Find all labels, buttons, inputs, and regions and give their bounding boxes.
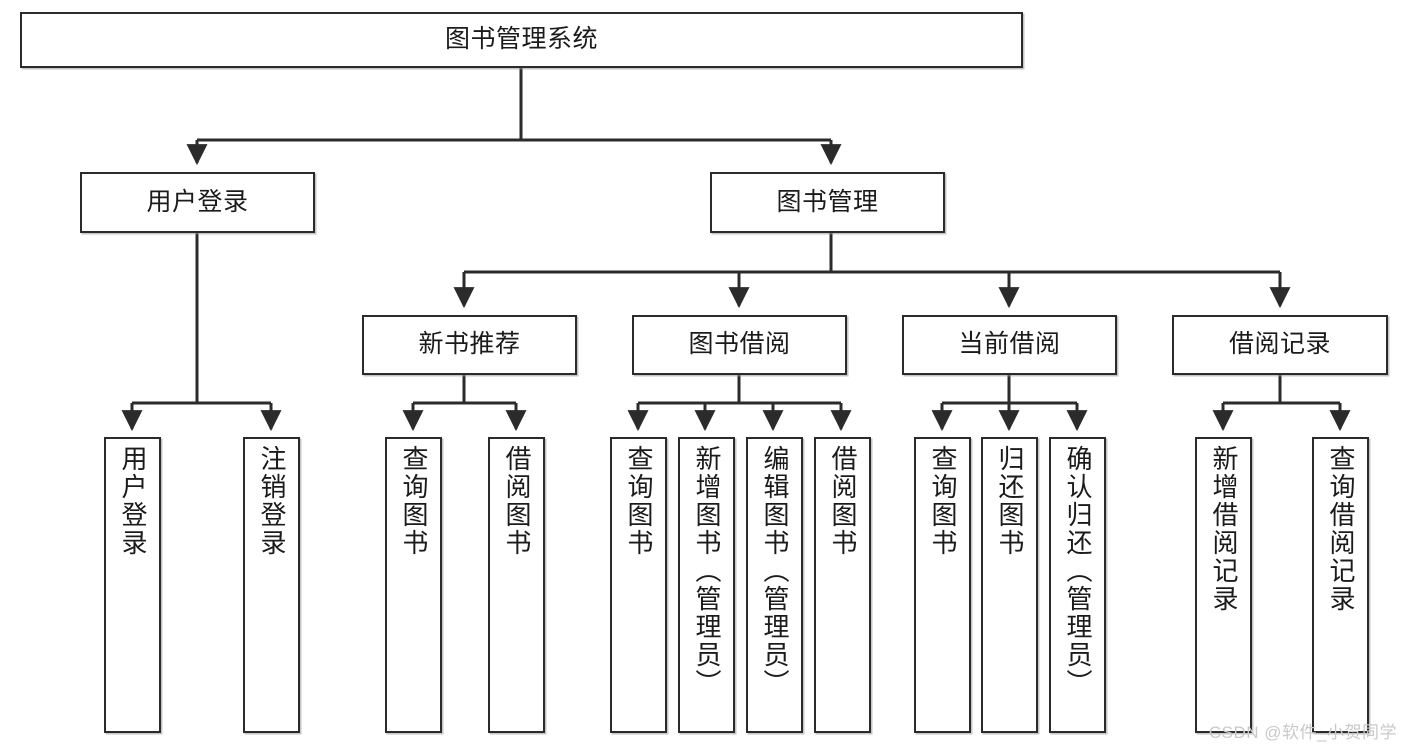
node-user-login[interactable]: 用户登录 [80,172,315,233]
watermark: CSDN @软件_小贺同学 [1208,723,1397,742]
node-leaf-edit-book-admin[interactable]: 编辑图书（管理员） [746,437,803,733]
node-label: 查询借阅记录 [1326,445,1357,613]
node-borrow-record[interactable]: 借阅记录 [1172,315,1388,375]
node-label: 新增借阅记录 [1209,445,1240,613]
node-leaf-add-book-admin[interactable]: 新增图书（管理员） [678,437,735,733]
node-label: 新书推荐 [418,330,521,359]
node-label: 注销登录 [257,445,288,557]
node-leaf-user-login[interactable]: 用户登录 [104,437,161,733]
node-label: 新增图书（管理员） [692,445,723,697]
node-label: 归还图书 [995,445,1026,557]
node-leaf-logout[interactable]: 注销登录 [243,437,300,733]
node-book-management[interactable]: 图书管理 [710,172,945,233]
node-leaf-borrow-book-recommend[interactable]: 借阅图书 [488,437,545,733]
node-label: 编辑图书（管理员） [760,445,791,697]
node-label: 查询图书 [928,445,959,557]
node-leaf-query-book-current[interactable]: 查询图书 [914,437,971,733]
node-label: 确认归还（管理员） [1063,445,1094,697]
node-leaf-return-book[interactable]: 归还图书 [981,437,1038,733]
node-book-borrow[interactable]: 图书借阅 [632,315,847,375]
node-label: 图书借阅 [688,330,791,359]
node-leaf-confirm-return-admin[interactable]: 确认归还（管理员） [1049,437,1106,733]
node-current-borrow[interactable]: 当前借阅 [902,315,1117,375]
node-label: 图书管理 [776,187,879,216]
node-leaf-query-book-borrow[interactable]: 查询图书 [610,437,667,733]
node-label: 用户登录 [146,187,249,216]
node-label: 借阅图书 [828,445,859,557]
node-label: 图书管理系统 [444,25,598,54]
node-label: 当前借阅 [958,330,1061,359]
node-label: 查询图书 [399,445,430,557]
node-root-book-management-system[interactable]: 图书管理系统 [20,12,1023,68]
node-leaf-add-borrow-record[interactable]: 新增借阅记录 [1195,437,1252,733]
node-label: 用户登录 [118,445,149,557]
node-label: 借阅图书 [502,445,533,557]
node-leaf-query-borrow-record[interactable]: 查询借阅记录 [1312,437,1369,733]
node-leaf-query-book-recommend[interactable]: 查询图书 [385,437,442,733]
node-new-book-recommend[interactable]: 新书推荐 [362,315,577,375]
node-label: 借阅记录 [1228,330,1331,359]
node-leaf-borrow-book[interactable]: 借阅图书 [814,437,871,733]
node-label: 查询图书 [624,445,655,557]
